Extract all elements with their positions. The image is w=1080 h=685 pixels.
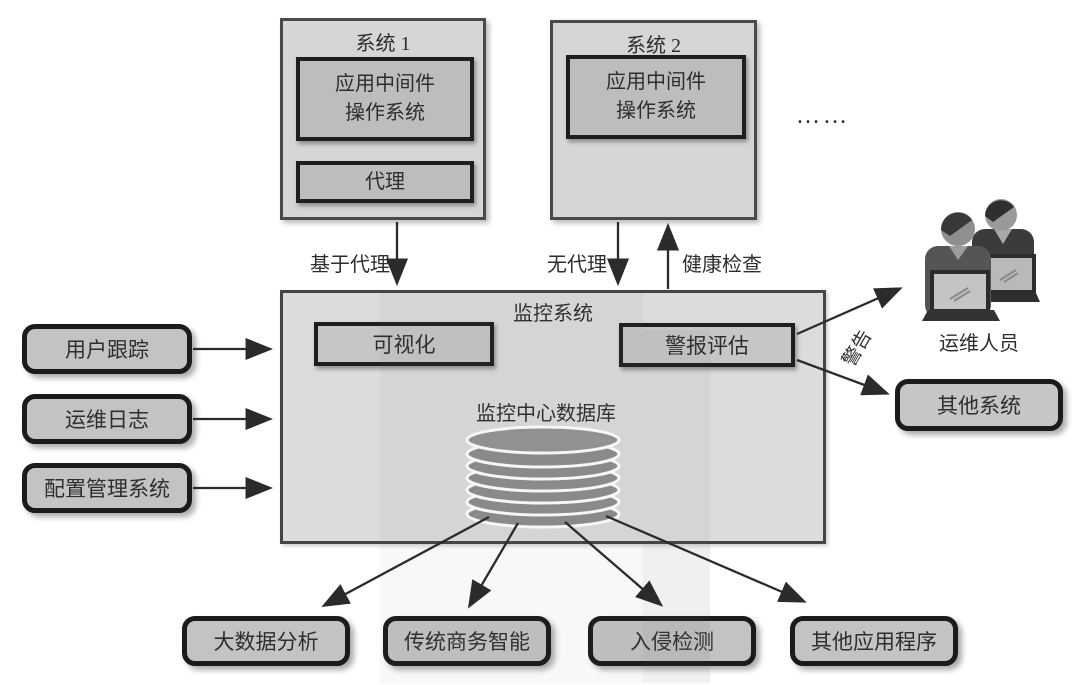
system1-middleware-label: 应用中间件 [335, 73, 435, 95]
database-icon [465, 425, 621, 529]
monitoring-system-title: 监控系统 [513, 303, 593, 325]
system2-node: 系统 2 应用中间件 操作系统 [550, 20, 757, 220]
alert-evaluation-node: 警报评估 [619, 323, 795, 367]
alert-evaluation-label: 警报评估 [665, 334, 749, 358]
traditional-bi-label: 传统商务智能 [404, 630, 530, 654]
more-systems-ellipsis: …… [796, 103, 850, 129]
intrusion-detection-label: 入侵检测 [630, 630, 714, 654]
ops-logs-label: 运维日志 [65, 408, 149, 432]
node-traditional-bi: 传统商务智能 [383, 616, 551, 666]
edge-label-agent-based: 基于代理 [310, 254, 390, 276]
edge-label-health-check: 健康检查 [682, 254, 762, 276]
node-other-applications: 其他应用程序 [790, 616, 958, 666]
edge-label-agentless: 无代理 [547, 254, 607, 276]
other-applications-label: 其他应用程序 [811, 630, 937, 654]
node-big-data-analysis: 大数据分析 [182, 616, 350, 666]
system2-middleware-os-node: 应用中间件 操作系统 [566, 55, 746, 139]
system2-middleware-label: 应用中间件 [606, 71, 706, 93]
system2-os-label: 操作系统 [616, 100, 696, 122]
other-systems-label: 其他系统 [937, 394, 1021, 418]
operators-people-icon [922, 199, 1040, 321]
system1-middleware-os-node: 应用中间件 操作系统 [296, 57, 474, 141]
system2-title: 系统 2 [626, 35, 681, 57]
big-data-analysis-label: 大数据分析 [213, 630, 319, 654]
operators-label: 运维人员 [939, 333, 1019, 355]
system1-os-label: 操作系统 [345, 102, 425, 124]
user-tracking-label: 用户跟踪 [65, 338, 149, 362]
node-ops-logs: 运维日志 [22, 394, 192, 444]
system1-node: 系统 1 应用中间件 操作系统 代理 [280, 18, 486, 220]
node-user-tracking: 用户跟踪 [22, 324, 192, 374]
monitoring-db-label: 监控中心数据库 [476, 403, 616, 425]
node-other-systems: 其他系统 [895, 379, 1063, 431]
monitoring-system-node: 监控系统 可视化 警报评估 监控中心数据库 [280, 290, 826, 544]
edge-label-alert: 警告 [839, 326, 877, 371]
config-management-label: 配置管理系统 [44, 477, 170, 501]
visualization-node: 可视化 [314, 322, 494, 366]
system1-title: 系统 1 [355, 33, 411, 55]
node-config-management: 配置管理系统 [22, 463, 192, 513]
system1-agent-node: 代理 [296, 161, 474, 203]
node-intrusion-detection: 入侵检测 [588, 616, 756, 666]
system1-agent-label: 代理 [365, 170, 405, 193]
visualization-label: 可视化 [372, 333, 436, 357]
